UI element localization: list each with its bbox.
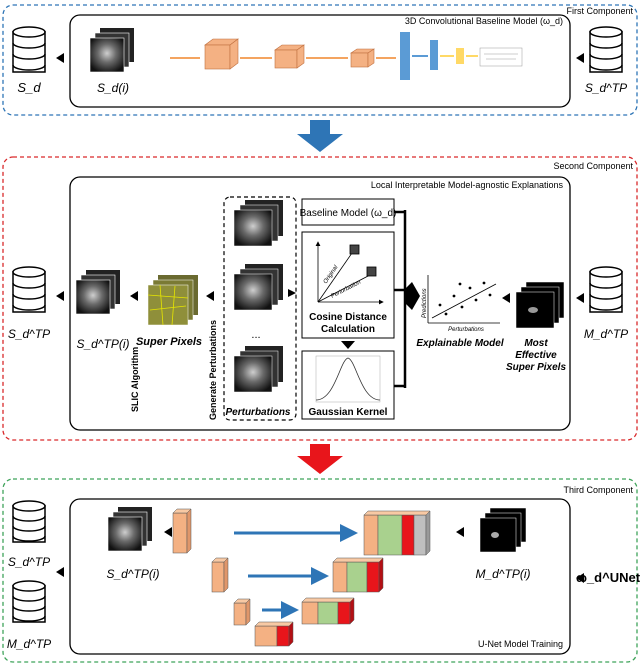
s-d-label: S_d xyxy=(17,80,41,95)
unet-title: U-Net Model Training xyxy=(478,639,563,649)
m-d-tp-label: M_d^TP xyxy=(584,327,628,341)
first-component-title: First Component xyxy=(566,6,633,16)
generate-perturbations-label: Generate Perturbations xyxy=(208,320,218,420)
perturbation-stack xyxy=(233,200,283,247)
super-pixels-image xyxy=(147,275,198,326)
super-pixels-label: Super Pixels xyxy=(136,336,202,348)
unet-architecture xyxy=(172,508,431,647)
slic-label: SLIC Algorithm xyxy=(130,347,140,412)
m-d-tp-i-label: M_d^TP(i) xyxy=(476,567,531,581)
mask-output-stack xyxy=(479,507,527,553)
database-icon xyxy=(589,266,623,313)
s-d-tp-label: S_d^TP xyxy=(8,555,50,569)
third-component: Third Component S_d^TP M_d^TP U-Net Mode… xyxy=(2,478,640,663)
s-d-i-label: S_d(i) xyxy=(97,81,129,95)
second-component-title: Second Component xyxy=(553,161,633,171)
down-arrow-blue xyxy=(297,120,343,152)
effective-superpixels-image xyxy=(515,281,565,329)
baseline-model-label: Baseline Model (ω_d) xyxy=(300,208,397,219)
s-d-tp-i-label: S_d^TP(i) xyxy=(77,337,130,351)
first-component: First Component S_d 3D Convolutional Bas… xyxy=(2,4,638,116)
gaussian-kernel-label: Gaussian Kernel xyxy=(309,407,388,418)
most-effective-label-3: Super Pixels xyxy=(506,362,566,373)
mri-stack xyxy=(107,507,152,552)
mri-stack xyxy=(75,270,120,315)
database-icon xyxy=(12,500,46,543)
database-icon xyxy=(12,266,46,313)
omega-unet-label: ω_d^UNet xyxy=(576,570,640,585)
mri-stack xyxy=(89,28,134,73)
cnn-architecture xyxy=(170,38,396,70)
lime-title: Local Interpretable Model-agnostic Expla… xyxy=(371,180,564,190)
cosine-label-2: Calculation xyxy=(321,324,375,335)
most-effective-label-2: Effective xyxy=(515,350,557,361)
explainable-model-label: Explainable Model xyxy=(416,338,503,349)
explainable-scatter xyxy=(427,275,500,324)
m-d-tp-label: M_d^TP xyxy=(7,637,51,651)
database-icon xyxy=(589,26,623,73)
perturbation-stack xyxy=(233,346,283,393)
cosine-label-1: Cosine Distance xyxy=(309,312,387,323)
dense-layers xyxy=(400,32,523,80)
s-d-tp-label: S_d^TP xyxy=(585,81,627,95)
perturbations-axis-label: Perturbations xyxy=(448,327,484,333)
down-arrow-red xyxy=(297,444,343,474)
ellipsis: ... xyxy=(251,329,260,341)
perturbation-stack xyxy=(233,264,283,311)
third-component-title: Third Component xyxy=(563,485,633,495)
skip-connections xyxy=(234,524,358,619)
database-icon xyxy=(12,26,46,73)
second-component: Second Component S_d^TP Local Interpreta… xyxy=(2,156,638,441)
s-d-tp-label: S_d^TP xyxy=(8,327,50,341)
perturbations-label: Perturbations xyxy=(225,407,290,418)
baseline-model-title: 3D Convolutional Baseline Model (ω_d) xyxy=(405,16,563,26)
s-d-tp-i-label: S_d^TP(i) xyxy=(107,567,160,581)
predictions-axis-label: Predictions xyxy=(422,288,428,318)
gaussian-plot xyxy=(315,355,381,403)
database-icon xyxy=(12,580,46,623)
most-effective-label-1: Most xyxy=(524,338,548,349)
vector-plot xyxy=(315,241,384,305)
